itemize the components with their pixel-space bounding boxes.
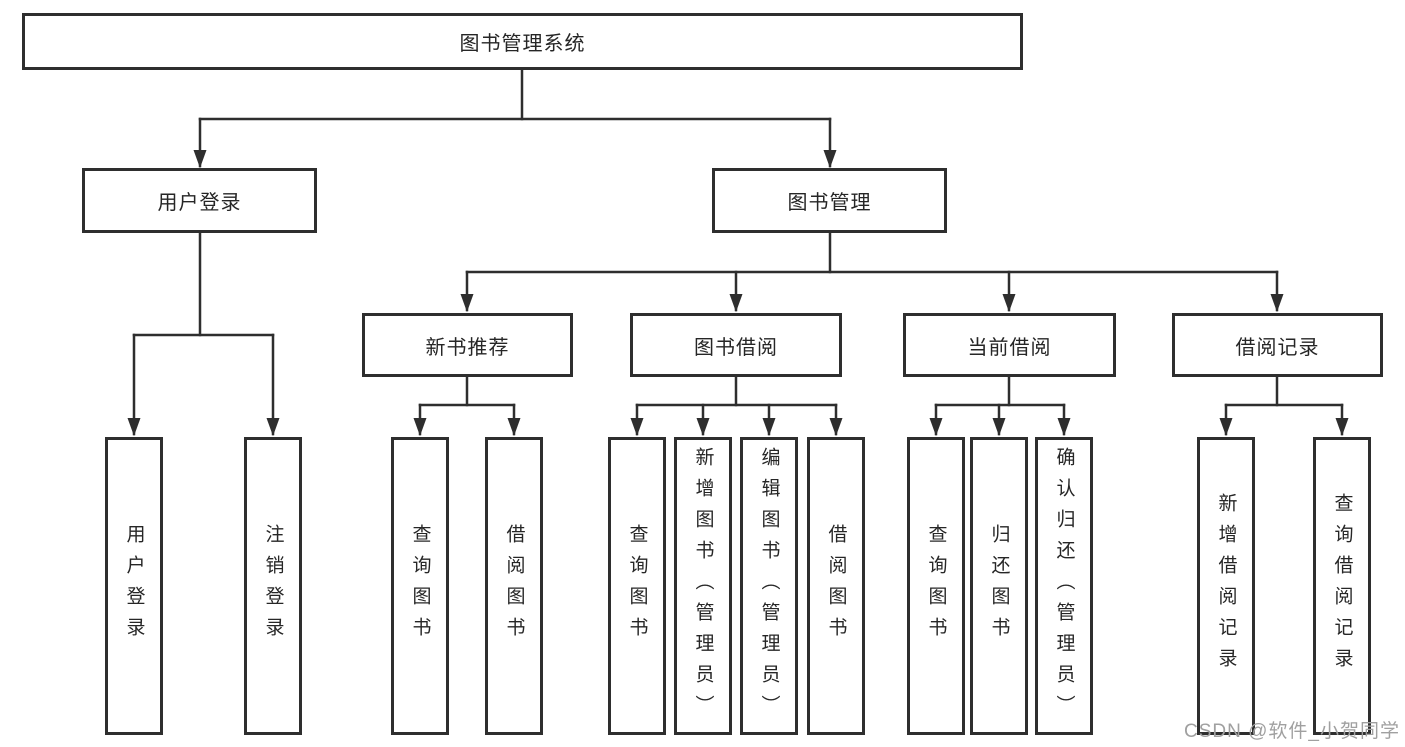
- csdn-watermark: CSDN @软件_小贺同学: [1184, 721, 1400, 742]
- node-user-login: 用户登录: [82, 168, 317, 233]
- leaf-query-book-borrow: 查询图书: [608, 437, 666, 735]
- leaf-edit-book-admin: 编辑图书（管理员）: [740, 437, 798, 735]
- node-new-book-recommend: 新书推荐: [362, 313, 573, 377]
- leaf-add-borrow-record-label: 新增借阅记录: [1215, 493, 1237, 679]
- leaf-confirm-return-admin-label: 确认归还（管理员）: [1053, 446, 1075, 726]
- node-book-management: 图书管理: [712, 168, 947, 233]
- node-user-login-label: 用户登录: [157, 192, 242, 214]
- leaf-borrow-book: 借阅图书: [807, 437, 865, 735]
- leaf-user-login-label: 用户登录: [123, 524, 145, 648]
- node-borrow-records: 借阅记录: [1172, 313, 1383, 377]
- connector-lines: [127, 68, 1349, 436]
- leaf-query-book-recommend: 查询图书: [391, 437, 449, 735]
- leaf-query-book-borrow-label: 查询图书: [626, 524, 648, 648]
- leaf-add-book-admin-label: 新增图书（管理员）: [692, 446, 714, 726]
- node-library-management-system-label: 图书管理系统: [459, 33, 586, 55]
- node-book-borrow: 图书借阅: [630, 313, 842, 377]
- node-library-management-system: 图书管理系统: [22, 13, 1023, 70]
- leaf-query-borrow-record-label: 查询借阅记录: [1331, 493, 1353, 679]
- node-borrow-records-label: 借阅记录: [1235, 336, 1320, 359]
- leaf-query-book-current: 查询图书: [907, 437, 965, 735]
- leaf-logout: 注销登录: [244, 437, 302, 735]
- leaf-return-book: 归还图书: [970, 437, 1028, 735]
- leaf-query-book-recommend-label: 查询图书: [409, 524, 431, 648]
- leaf-add-book-admin: 新增图书（管理员）: [674, 437, 732, 735]
- leaf-borrow-book-recommend: 借阅图书: [485, 437, 543, 735]
- leaf-confirm-return-admin: 确认归还（管理员）: [1035, 437, 1093, 735]
- leaf-add-borrow-record: 新增借阅记录: [1197, 437, 1255, 735]
- node-book-management-label: 图书管理: [787, 192, 872, 214]
- leaf-borrow-book-recommend-label: 借阅图书: [503, 524, 525, 648]
- leaf-return-book-label: 归还图书: [988, 524, 1010, 648]
- leaf-edit-book-admin-label: 编辑图书（管理员）: [758, 446, 780, 726]
- node-new-book-recommend-label: 新书推荐: [425, 336, 510, 359]
- node-book-borrow-label: 图书借阅: [694, 336, 778, 359]
- leaf-query-borrow-record: 查询借阅记录: [1313, 437, 1371, 735]
- leaf-query-book-current-label: 查询图书: [925, 524, 947, 648]
- leaf-logout-label: 注销登录: [262, 524, 284, 648]
- node-current-borrow: 当前借阅: [903, 313, 1116, 377]
- node-current-borrow-label: 当前借阅: [967, 336, 1052, 359]
- leaf-user-login: 用户登录: [105, 437, 163, 735]
- leaf-borrow-book-label: 借阅图书: [825, 524, 847, 648]
